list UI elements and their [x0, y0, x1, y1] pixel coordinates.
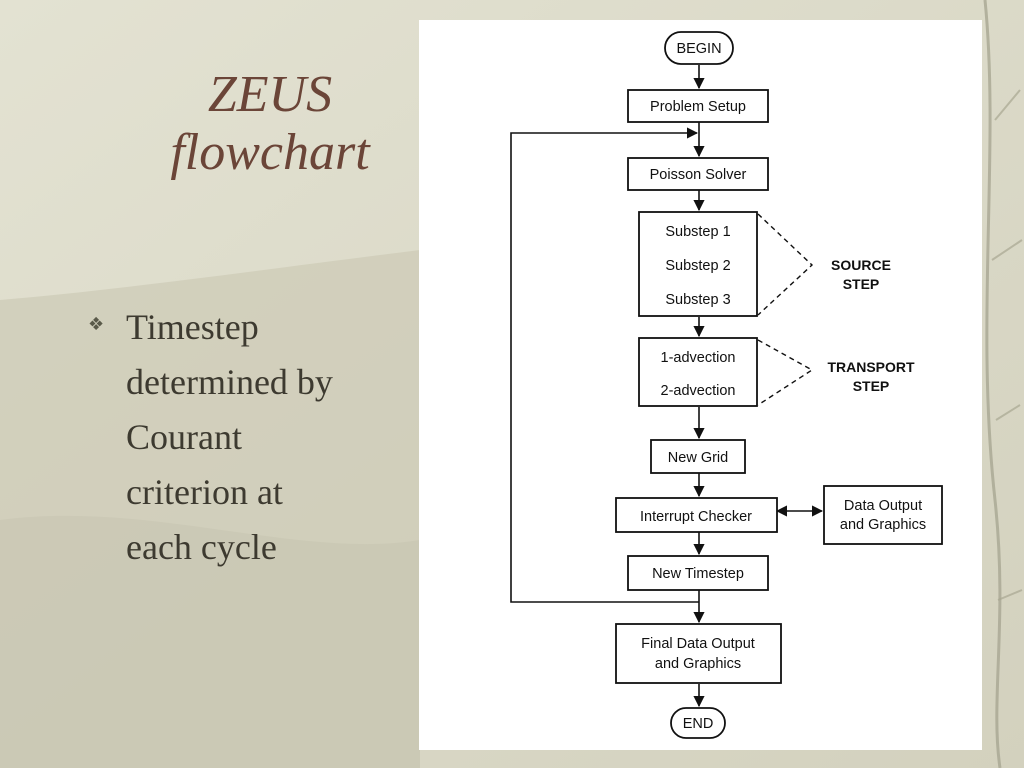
end-terminal [670, 707, 726, 739]
advection-box [638, 337, 758, 407]
new-timestep-box [627, 555, 769, 591]
step-group-braces [757, 213, 814, 406]
interrupt-checker-label: Interrupt Checker [640, 509, 752, 525]
flowchart-diagram: BEGIN Problem Setup Poisson Solver Subst… [510, 31, 943, 739]
substeps-box [638, 211, 758, 317]
data-output-label-line-2: and Graphics [840, 517, 926, 533]
end-label: END [683, 716, 714, 732]
final-output-label-line-2: and Graphics [655, 656, 741, 672]
transport-step-brace [757, 339, 814, 406]
transport-step-label-line-1: TRANSPORT [827, 359, 915, 375]
flowchart-nodes [615, 31, 943, 739]
advection-2-label: 2-advection [661, 383, 736, 399]
slide-title-line-2: flowchart [170, 124, 370, 181]
poisson-solver-label: Poisson Solver [650, 167, 747, 183]
poisson-solver-box [627, 157, 769, 191]
advection-1-label: 1-advection [661, 350, 736, 366]
problem-setup-label: Problem Setup [650, 99, 746, 115]
loop-back-arrow [510, 127, 699, 603]
bullet-item: ❖ Timestep determined by Courant criteri… [88, 300, 408, 575]
slide-title-line-1: ZEUS [207, 66, 333, 123]
source-step-label-line-1: SOURCE [831, 257, 891, 273]
substep-1-label: Substep 1 [665, 224, 730, 240]
data-output-label-line-1: Data Output [844, 498, 922, 514]
flowchart-connectors [510, 65, 824, 708]
substep-2-label: Substep 2 [665, 258, 730, 274]
begin-label: BEGIN [676, 41, 721, 57]
final-output-box [615, 623, 782, 684]
bullet-text: Timestep determined by Courant criterion… [126, 307, 333, 567]
diamond-bullet-icon: ❖ [88, 314, 105, 335]
slide-title: ZEUS flowchart [120, 66, 420, 182]
begin-terminal [664, 31, 734, 65]
bullet-list: ❖ Timestep determined by Courant criteri… [88, 300, 408, 575]
interrupt-checker-box [615, 497, 778, 533]
flowchart-panel: BEGIN Problem Setup Poisson Solver Subst… [419, 20, 982, 750]
data-output-box [823, 485, 943, 545]
new-timestep-label: New Timestep [652, 566, 744, 582]
flowchart-labels: BEGIN Problem Setup Poisson Solver Subst… [640, 41, 926, 732]
new-grid-box [650, 439, 746, 474]
transport-step-label-line-2: STEP [853, 378, 890, 394]
new-grid-label: New Grid [668, 450, 728, 466]
problem-setup-box [627, 89, 769, 123]
substep-3-label: Substep 3 [665, 292, 730, 308]
source-step-label-line-2: STEP [843, 276, 880, 292]
final-output-label-line-1: Final Data Output [641, 636, 755, 652]
source-step-brace [757, 213, 814, 316]
